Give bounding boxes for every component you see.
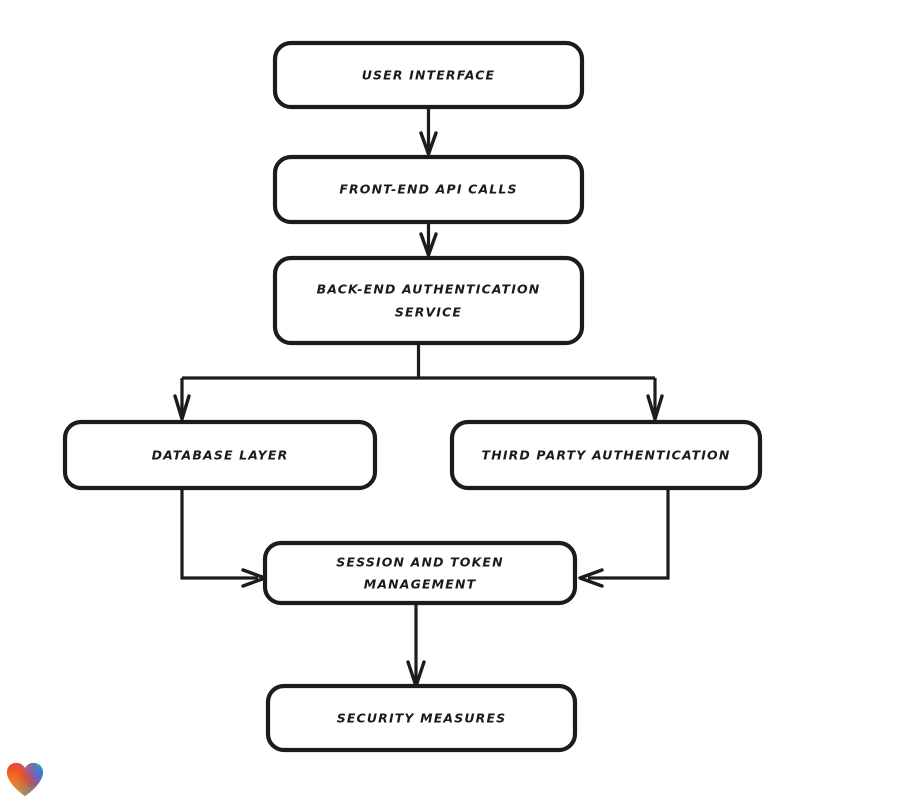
node-shape[interactable] (272, 255, 585, 346)
arrowhead-down-icon (419, 131, 438, 156)
edge-back-end-auth-service-fork (182, 343, 655, 380)
node-label-line-2: Service (395, 305, 462, 320)
node-label-line-2: Management (364, 577, 477, 592)
node-shape[interactable] (449, 419, 763, 491)
arrowhead-down-icon (646, 394, 664, 421)
node-shape[interactable] (265, 683, 578, 753)
node-shape[interactable] (62, 419, 378, 491)
edge-user-interface-to-front-end-api-calls (419, 107, 438, 156)
node-shape[interactable] (272, 40, 585, 110)
node-label: Front-End API Calls (339, 182, 517, 197)
node-session-token-mgmt[interactable]: Session and Token Management (262, 540, 578, 606)
node-label: Database Layer (152, 448, 289, 463)
edge-database-layer-to-session-token-mgmt (180, 488, 267, 588)
node-shape[interactable] (272, 154, 585, 225)
arrowhead-down-icon (419, 232, 438, 257)
edge-elbow (588, 488, 670, 580)
node-user-interface[interactable]: User Interface (272, 40, 585, 110)
node-label: Third Party Authentication (482, 448, 731, 463)
node-label: User Interface (362, 68, 496, 83)
edge-third-party-auth-to-session-token-mgmt (578, 488, 670, 588)
edge-fork-to-third-party-auth (646, 378, 664, 421)
node-front-end-api-calls[interactable]: Front-End API Calls (272, 154, 585, 225)
edge-elbow (180, 488, 258, 580)
node-security-measures[interactable]: Security Measures (265, 683, 578, 753)
arrowhead-down-icon (173, 394, 191, 421)
edge-front-end-api-calls-to-back-end-auth-service (419, 222, 438, 257)
node-third-party-auth[interactable]: Third Party Authentication (449, 419, 763, 491)
heart-shape-overlay (6, 762, 44, 797)
node-label-line-1: Session and Token (336, 555, 503, 570)
edge-session-token-mgmt-to-security-measures (406, 603, 426, 688)
heart-logo-icon (6, 762, 44, 797)
node-database-layer[interactable]: Database Layer (62, 419, 378, 491)
node-shape[interactable] (262, 540, 578, 606)
edge-fork-to-database-layer (173, 378, 191, 421)
node-label-line-1: Back-End Authentication (317, 282, 541, 297)
arrowhead-left-icon (578, 568, 604, 588)
node-back-end-auth-service[interactable]: Back-End Authentication Service (272, 255, 585, 346)
node-label: Security Measures (337, 711, 507, 726)
